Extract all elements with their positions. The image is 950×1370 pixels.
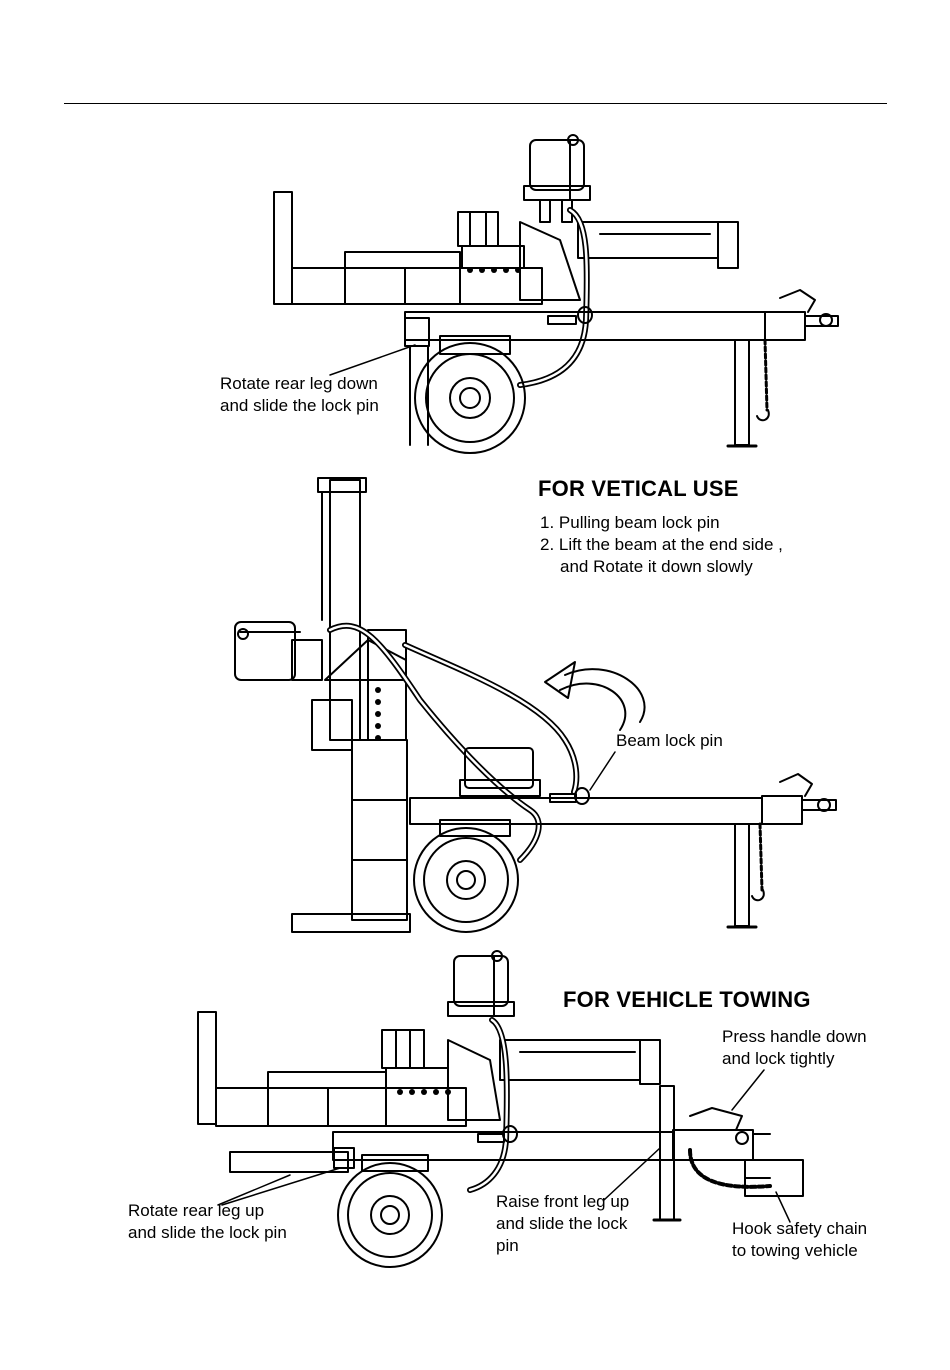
- step-2-continued: and Rotate it down slowly: [560, 557, 753, 576]
- header-rule: [64, 103, 887, 104]
- callout-line: pin: [496, 1236, 519, 1255]
- callout-hook-safety-chain: Hook safety chain to towing vehicle: [732, 1218, 867, 1262]
- callout-press-handle-down: Press handle down and lock tightly: [722, 1026, 867, 1070]
- callout-line: and slide the lock pin: [128, 1223, 287, 1242]
- heading-vertical-use: FOR VETICAL USE: [538, 476, 739, 501]
- callout-line: Hook safety chain: [732, 1219, 868, 1238]
- vertical-use-steps: 1. Pulling beam lock pin 2. Lift the bea…: [540, 512, 783, 578]
- callout-line: Rotate rear leg up: [128, 1201, 265, 1220]
- callout-line: and lock tightly: [722, 1049, 835, 1068]
- step-1: 1. Pulling beam lock pin: [540, 513, 720, 532]
- callout-raise-front-leg: Raise front leg up and slide the lock pi…: [496, 1191, 629, 1257]
- callout-line: and slide the lock: [496, 1214, 628, 1233]
- callout-line: Press handle down: [722, 1027, 867, 1046]
- callout-beam-lock-pin: Beam lock pin: [616, 731, 723, 750]
- heading-vehicle-towing: FOR VEHICLE TOWING: [563, 987, 811, 1012]
- callout-line: Raise front leg up: [496, 1192, 630, 1211]
- callout-line: Rotate rear leg down: [220, 374, 378, 393]
- callout-line: to towing vehicle: [732, 1241, 858, 1260]
- callout-line: and slide the lock pin: [220, 396, 379, 415]
- towing-splitter-drawing: [197, 950, 804, 1268]
- callout-rotate-rear-leg-up: Rotate rear leg up and slide the lock pi…: [128, 1200, 287, 1244]
- callout-rotate-rear-leg-down: Rotate rear leg down and slide the lock …: [220, 373, 379, 417]
- step-2: 2. Lift the beam at the end side ,: [540, 535, 783, 554]
- horizontal-splitter-drawing: [273, 134, 839, 454]
- vertical-splitter-drawing: [234, 477, 837, 933]
